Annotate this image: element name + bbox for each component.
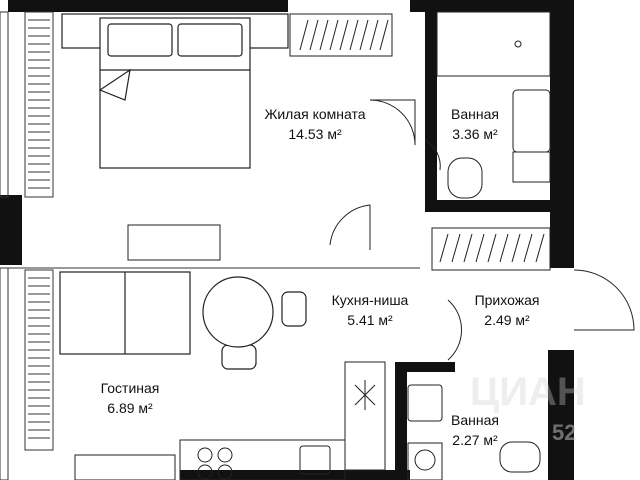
wall-top-left <box>8 0 288 12</box>
washer-bottom <box>414 449 436 471</box>
wardrobe-top <box>289 13 393 57</box>
watermark-number: 52 <box>552 420 577 445</box>
windows <box>0 11 420 480</box>
room-guest: Гостиная 6.89 м² <box>85 378 175 418</box>
room-guest-name: Гостиная <box>100 380 160 396</box>
sink-bottom <box>407 384 443 422</box>
kitchen-counter-side <box>344 361 386 471</box>
chair-bottom <box>221 344 257 370</box>
frame-left-top <box>0 11 9 198</box>
room-hallway-name: Прихожая <box>474 292 540 308</box>
window-top <box>24 11 54 198</box>
pillow-left <box>107 23 173 57</box>
tv-stand <box>127 224 221 261</box>
walls <box>0 0 574 480</box>
wardrobe-hall-box <box>431 227 551 271</box>
door-living <box>369 99 416 146</box>
wall-right-upper <box>550 0 574 268</box>
wall-left-mid <box>0 195 22 265</box>
window-bottom-hatch <box>28 277 50 439</box>
bath-bottom-fixtures <box>407 384 541 480</box>
kitchen <box>179 361 386 480</box>
shower <box>436 11 551 77</box>
room-hallway-area: 2.49 м² <box>484 312 530 328</box>
door-bath <box>424 139 441 171</box>
sofa <box>59 271 191 355</box>
wall-bath-bottom <box>425 200 550 212</box>
room-hallway: Прихожая 2.49 м² <box>462 290 552 330</box>
wall-top-right <box>410 0 555 12</box>
room-bathroom-top-area: 3.36 м² <box>452 126 498 142</box>
room-bathroom-bottom-name: Ванная <box>451 412 499 428</box>
wardrobe-hall <box>431 227 551 271</box>
pillow-right <box>177 23 243 57</box>
room-living-name: Жилая комната <box>264 106 366 122</box>
toilet-top <box>447 157 483 199</box>
wall-bath2-left <box>395 362 407 480</box>
dining <box>202 276 307 370</box>
burner-1 <box>197 447 213 463</box>
burner-2 <box>217 447 233 463</box>
fridge-x <box>354 380 376 410</box>
watermark-logo: ЦИАН <box>470 370 586 414</box>
kitchen-counter <box>179 439 346 480</box>
wardrobe-hall-hangers <box>439 233 545 263</box>
burner-4 <box>217 464 233 480</box>
window-top-hatch <box>28 19 50 189</box>
wall-bath2-top <box>395 362 455 372</box>
toilet-bottom <box>499 441 541 473</box>
washer-top <box>512 151 551 183</box>
room-living-area: 14.53 м² <box>288 126 342 142</box>
door-entrance <box>573 269 635 331</box>
shower-drain <box>514 40 522 48</box>
wall-right-lower <box>548 350 574 480</box>
door-bath2 <box>447 299 462 361</box>
bath-top-fixtures <box>436 11 551 199</box>
dining-table <box>202 276 274 348</box>
doors <box>329 99 635 361</box>
burner-3 <box>197 464 213 480</box>
room-living: Жилая комната 14.53 м² <box>250 104 380 144</box>
room-kitchen-name: Кухня-ниша <box>331 292 409 308</box>
room-kitchen-area: 5.41 м² <box>347 312 393 328</box>
blanket-fold <box>98 68 131 101</box>
kitchen-sink <box>299 445 331 475</box>
window-bottom <box>24 269 54 451</box>
sink-top <box>512 89 551 153</box>
room-bathroom-top: Ванная 3.36 м² <box>440 104 510 144</box>
door-kitchen <box>329 204 371 250</box>
chair-right <box>281 291 307 327</box>
wardrobe-top-box <box>289 13 393 57</box>
room-kitchen: Кухня-ниша 5.41 м² <box>315 290 425 330</box>
wardrobe-top-hangers <box>299 19 389 51</box>
room-bathroom-bottom-area: 2.27 м² <box>452 432 498 448</box>
frame-left-bottom <box>0 267 9 480</box>
tv-stand-bottom <box>74 454 176 480</box>
room-bathroom-bottom: Ванная 2.27 м² <box>440 410 510 450</box>
room-bathroom-top-name: Ванная <box>451 106 499 122</box>
wall-bath-left <box>425 10 437 210</box>
bed <box>61 13 289 169</box>
wall-kitchen-bottom <box>180 470 410 480</box>
room-guest-area: 6.89 м² <box>107 400 153 416</box>
washer-bottom-box <box>407 442 443 480</box>
